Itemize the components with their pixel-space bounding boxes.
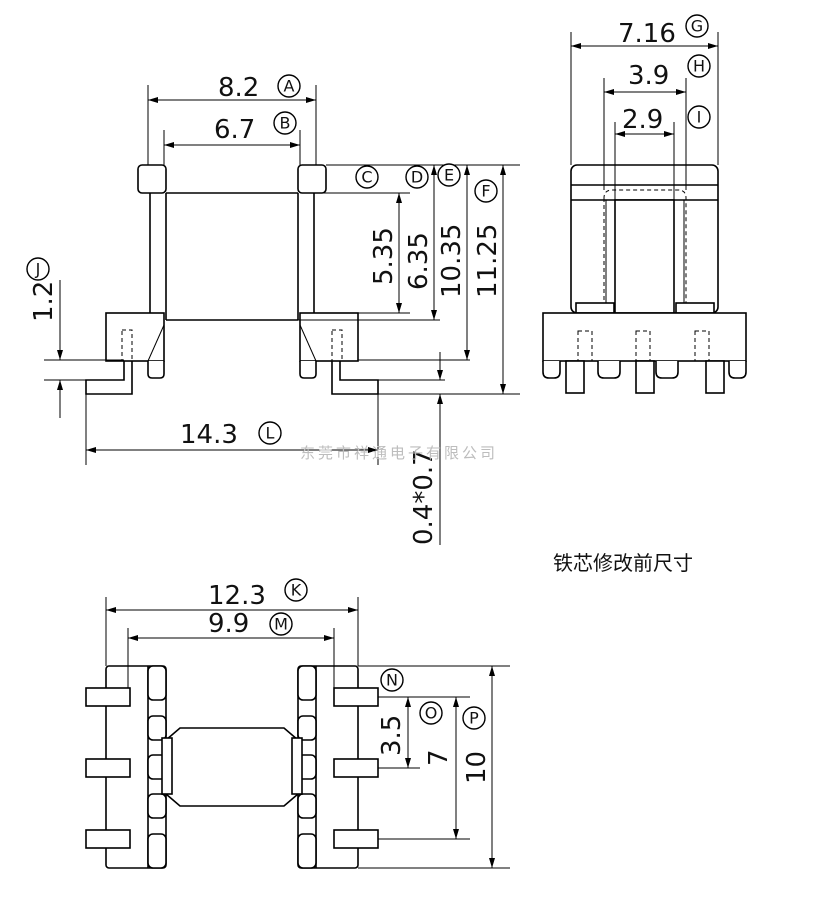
dim-A-value: 8.2 — [218, 73, 259, 103]
dim-B-value: 6.7 — [214, 115, 255, 145]
dim-J-value: 1.2 — [29, 281, 59, 322]
dim-7-value: 7 — [424, 749, 454, 766]
dim-K-value: 12.3 — [208, 581, 266, 611]
dim-E-letter: E — [444, 166, 454, 185]
dim-N-letter: N — [386, 671, 398, 690]
front-view-dimensions: 8.2 A 6.7 B C D E 5.35 6.35 — [26, 73, 520, 545]
dim-G-value: 7.16 — [618, 19, 676, 49]
dim-pin-value: 0.4*0.7 — [409, 449, 439, 545]
dim-I-value: 2.9 — [622, 105, 663, 135]
dim-B-letter: B — [280, 114, 291, 133]
side-view — [542, 164, 747, 394]
dim-1035-value: 10.35 — [437, 224, 467, 298]
dim-C-letter: C — [361, 168, 372, 187]
dim-635-value: 6.35 — [404, 232, 434, 290]
dim-A-letter: A — [284, 77, 295, 96]
dim-P-value: 10 — [462, 751, 492, 784]
top-view — [85, 665, 379, 869]
dim-L-value: 14.3 — [180, 420, 238, 450]
dim-O-value: 3.5 — [377, 715, 407, 756]
dim-I-letter: I — [697, 108, 702, 127]
company-watermark: 东莞市祥通电子有限公司 — [300, 444, 498, 462]
dim-G-letter: G — [691, 17, 703, 36]
dim-J-letter: J — [35, 260, 41, 279]
dim-F-letter: F — [481, 182, 490, 201]
dim-K-letter: K — [291, 581, 302, 600]
core-note: 铁芯修改前尺寸 — [553, 551, 693, 575]
dim-L-letter: L — [266, 424, 275, 443]
dim-H-letter: H — [693, 57, 705, 76]
dim-O-letter: O — [425, 704, 438, 723]
dim-F-value: 11.25 — [473, 224, 503, 298]
dim-535-value: 5.35 — [369, 227, 399, 285]
side-view-dimensions: 7.16 G 3.9 H 2.9 I — [570, 14, 719, 200]
dim-D-letter: D — [411, 168, 423, 187]
dim-H-value: 3.9 — [628, 61, 669, 91]
front-view — [85, 164, 379, 395]
dim-M-letter: M — [274, 615, 288, 634]
dim-P-letter: P — [469, 709, 479, 728]
top-view-dimensions: 12.3 K 9.9 M N 3.5 O 7 10 P — [105, 578, 510, 869]
dim-M-value: 9.9 — [208, 609, 249, 639]
